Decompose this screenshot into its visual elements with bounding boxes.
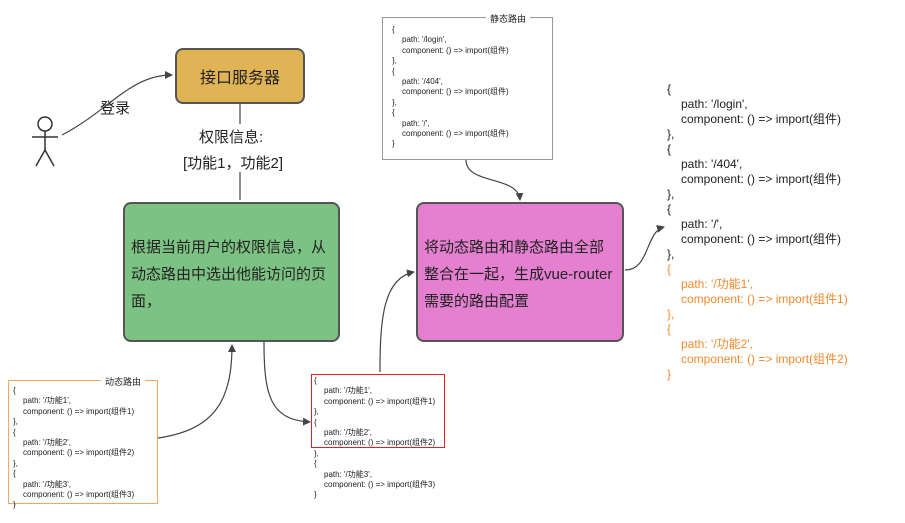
code-line: path: '/404',	[681, 157, 743, 171]
code-line: path: '/功能2',	[324, 428, 372, 438]
final-routes-code: {path: '/login',component: () => import(…	[667, 82, 848, 382]
code-line: {	[667, 322, 672, 336]
static-routes-box	[382, 17, 553, 160]
selected-routes-code: {path: '/功能1',component: () => import(组件…	[314, 376, 435, 501]
code-line: {	[392, 25, 395, 34]
selected-to-merge-arrow	[379, 269, 415, 373]
static-to-merge-arrow	[465, 159, 524, 201]
code-line: component: () => import(组件2)	[681, 352, 848, 366]
code-line: component: () => import(组件2)	[324, 438, 436, 448]
dynamic-routes-code: {path: '/功能1',component: () => import(组件…	[13, 386, 134, 511]
merge-routes-label: 将动态路由和静态路由全部整合在一起，生成vue-router需要的路由配置	[424, 239, 613, 310]
filter-routes-label: 根据当前用户的权限信息，从动态路由中选出他能访问的页面，	[131, 239, 327, 310]
api-server-label: 接口服务器	[199, 70, 280, 87]
code-line: path: '/功能1',	[681, 277, 753, 291]
code-line: path: '/',	[681, 217, 723, 231]
code-line: }	[667, 367, 672, 381]
filter-to-selected-arrow	[263, 341, 311, 426]
static-routes-title: 静态路由	[486, 12, 531, 25]
code-line: }	[392, 139, 395, 149]
filter-routes-node: 根据当前用户的权限信息，从动态路由中选出他能访问的页面，	[123, 202, 340, 342]
code-line: component: () => import(组件1)	[324, 396, 436, 406]
selected-routes-highlight	[311, 374, 445, 448]
dynamic-routes-box	[8, 380, 158, 504]
code-line: path: '/功能1',	[324, 386, 372, 396]
code-line: path: '/login',	[402, 35, 447, 45]
code-line: {	[392, 66, 395, 76]
api-server-node: 接口服务器	[175, 48, 305, 104]
code-line: component: () => import(组件)	[681, 232, 842, 246]
code-line: },	[392, 97, 397, 107]
code-line: path: '/功能1',	[23, 396, 71, 406]
code-line: },	[667, 247, 675, 261]
code-line: {	[13, 469, 16, 479]
code-line: component: () => import(组件)	[402, 87, 509, 97]
code-line: },	[314, 407, 319, 417]
login-arrow	[61, 71, 173, 136]
merge-routes-node: 将动态路由和静态路由全部整合在一起，生成vue-router需要的路由配置	[416, 202, 624, 342]
login-label: 登录	[100, 100, 131, 117]
code-line: {	[13, 427, 16, 437]
code-line: component: () => import(组件)	[681, 112, 842, 126]
code-line: component: () => import(组件3)	[23, 490, 135, 500]
code-line: component: () => import(组件1)	[681, 292, 848, 306]
permission-info-list: [功能1，功能2]	[183, 155, 284, 172]
code-line: }	[13, 500, 16, 510]
code-line: component: () => import(组件)	[402, 45, 509, 55]
code-line: {	[667, 202, 672, 216]
dynamic-routes-title: 动态路由	[101, 375, 146, 388]
static-routes-code: {path: '/login',component: () => import(…	[392, 25, 509, 150]
code-line: path: '/login',	[681, 97, 748, 111]
code-line: },	[13, 458, 18, 468]
code-line: component: () => import(组件1)	[23, 406, 135, 416]
code-line: },	[667, 307, 675, 321]
dynamic-to-filter-arrow	[157, 344, 236, 439]
code-line: {	[392, 108, 395, 118]
actor-icon	[32, 116, 58, 167]
code-line: component: () => import(组件2)	[23, 448, 135, 458]
code-line: component: () => import(组件3)	[324, 480, 436, 490]
code-line: {	[314, 376, 317, 385]
code-line: },	[667, 127, 675, 141]
code-line: path: '/404',	[402, 77, 443, 87]
code-line: {	[314, 417, 317, 427]
code-line: }	[314, 490, 317, 500]
code-line: {	[667, 142, 672, 156]
code-line: path: '/功能2',	[681, 337, 753, 351]
code-line: {	[314, 459, 317, 469]
code-line: component: () => import(组件)	[681, 172, 842, 186]
code-line: path: '/功能2',	[23, 438, 71, 448]
code-line: path: '/功能3',	[324, 469, 372, 479]
permission-info-title: 权限信息:	[199, 129, 264, 146]
code-line: },	[667, 187, 675, 201]
code-line: path: '/',	[402, 118, 430, 128]
code-line: path: '/功能3',	[23, 479, 71, 489]
code-line: },	[392, 56, 397, 66]
code-line: {	[667, 262, 672, 276]
code-line: {	[667, 82, 672, 96]
code-line: {	[13, 386, 16, 395]
code-line: component: () => import(组件)	[402, 129, 509, 139]
code-line: },	[314, 448, 319, 458]
code-line: },	[13, 417, 18, 427]
merge-to-final-arrow	[624, 224, 665, 271]
